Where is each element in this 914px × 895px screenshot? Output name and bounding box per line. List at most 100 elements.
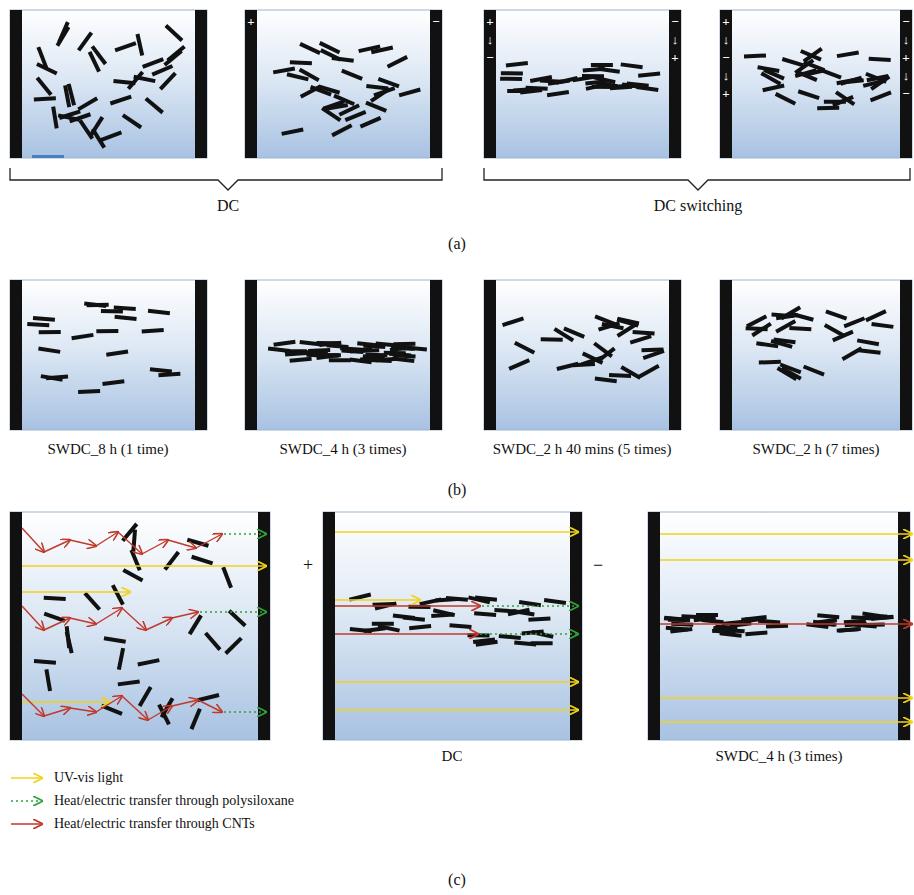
caption-label: DC [442, 748, 463, 765]
transfer-path [482, 605, 578, 607]
polarity-sign: − [722, 51, 729, 65]
polarity-sign: ↓ [672, 33, 679, 47]
caption-label: DC switching [654, 197, 742, 215]
transfer-path [148, 706, 172, 720]
transfer-path [198, 700, 222, 712]
transfer-path [70, 708, 96, 712]
electrode [648, 512, 660, 740]
legend-sample [10, 795, 44, 807]
panel [10, 10, 207, 158]
legend-item: Heat/electric transfer through polysilox… [10, 793, 294, 809]
caption-label: SWDC_4 h (3 times) [715, 748, 842, 765]
transfer-path [335, 599, 420, 601]
electrode [245, 280, 257, 430]
transfer-path [335, 633, 478, 635]
polarity-sign: − [671, 15, 678, 29]
legend-text: Heat/electric transfer through CNTs [54, 816, 255, 832]
transfer-path [335, 681, 578, 683]
cnt-sticks [744, 49, 891, 109]
panel [720, 280, 912, 430]
transfer-path [196, 534, 222, 548]
caption-label: DC [217, 197, 239, 215]
panel [323, 512, 582, 740]
polarity-sign: + [902, 51, 909, 65]
panel [484, 10, 681, 158]
transfer-path [335, 531, 578, 533]
electrode [484, 280, 496, 430]
caption-label: SWDC_4 h (3 times) [279, 441, 406, 458]
electrode [898, 512, 910, 740]
caption-label: − [593, 556, 603, 576]
polarity-sign: − [902, 87, 909, 101]
electrode [10, 10, 22, 158]
transfer-path [22, 528, 44, 552]
transfer-path [200, 611, 266, 613]
transfer-path [22, 701, 110, 703]
transfer-path [335, 605, 480, 607]
cnt-sticks [500, 63, 660, 95]
electrode [669, 10, 681, 158]
panel [720, 10, 912, 158]
panel [10, 280, 207, 430]
electrode [323, 512, 335, 740]
transfer-path [142, 540, 168, 554]
electrode [258, 512, 270, 740]
legend-sample [10, 772, 44, 784]
polarity-sign: ↓ [723, 33, 730, 47]
caption-label: SWDC_8 h (1 time) [47, 441, 168, 458]
panel [484, 280, 681, 430]
transfer-path [118, 532, 142, 554]
transfer-path [96, 608, 122, 624]
transfer-path [70, 618, 96, 624]
caption-label: (b) [448, 481, 467, 499]
caption-label: (a) [448, 235, 466, 253]
polarity-sign: ↓ [903, 33, 910, 47]
electrode [10, 280, 22, 430]
electrode [669, 280, 681, 430]
transfer-path [224, 533, 266, 535]
electrode [195, 10, 207, 158]
transfer-path [96, 532, 118, 546]
legend-item: UV-vis light [10, 770, 123, 786]
electrode [430, 280, 442, 430]
transfer-path [122, 608, 146, 630]
electrode [570, 512, 582, 740]
transfer-path [168, 540, 196, 548]
cnt-sticks [34, 524, 245, 729]
electrode [245, 10, 257, 158]
polarity-sign: + [486, 15, 493, 29]
electrode [900, 280, 912, 430]
transfer-path [660, 533, 912, 535]
transfer-path [146, 618, 172, 630]
panel [10, 512, 270, 740]
transfer-path [122, 696, 148, 720]
polarity-sign: − [902, 15, 909, 29]
cnt-sticks [268, 342, 427, 362]
polarity-sign: ↓ [723, 69, 730, 83]
electrode [195, 280, 207, 430]
electrode [900, 10, 912, 158]
polarity-sign: ↓ [487, 33, 494, 47]
transfer-path [660, 697, 912, 699]
caption-label: (c) [448, 871, 466, 889]
cnt-sticks [34, 22, 185, 147]
polarity-sign: ↓ [903, 69, 910, 83]
transfer-path [660, 721, 912, 723]
transfer-path [22, 694, 44, 716]
electrode [484, 10, 496, 158]
cnt-sticks [349, 594, 566, 644]
transfer-path [22, 591, 130, 593]
panel [245, 10, 442, 158]
transfer-path [660, 559, 912, 561]
polarity-sign: − [432, 15, 439, 29]
transfer-path [172, 700, 198, 706]
polarity-sign: + [722, 87, 729, 101]
transfer-path [480, 633, 578, 635]
panel [648, 512, 910, 740]
electrode [720, 280, 732, 430]
caption-label: + [303, 556, 313, 576]
transfer-path [22, 565, 266, 567]
cnt-sticks [503, 316, 664, 381]
caption-label: SWDC_2 h (7 times) [752, 441, 879, 458]
